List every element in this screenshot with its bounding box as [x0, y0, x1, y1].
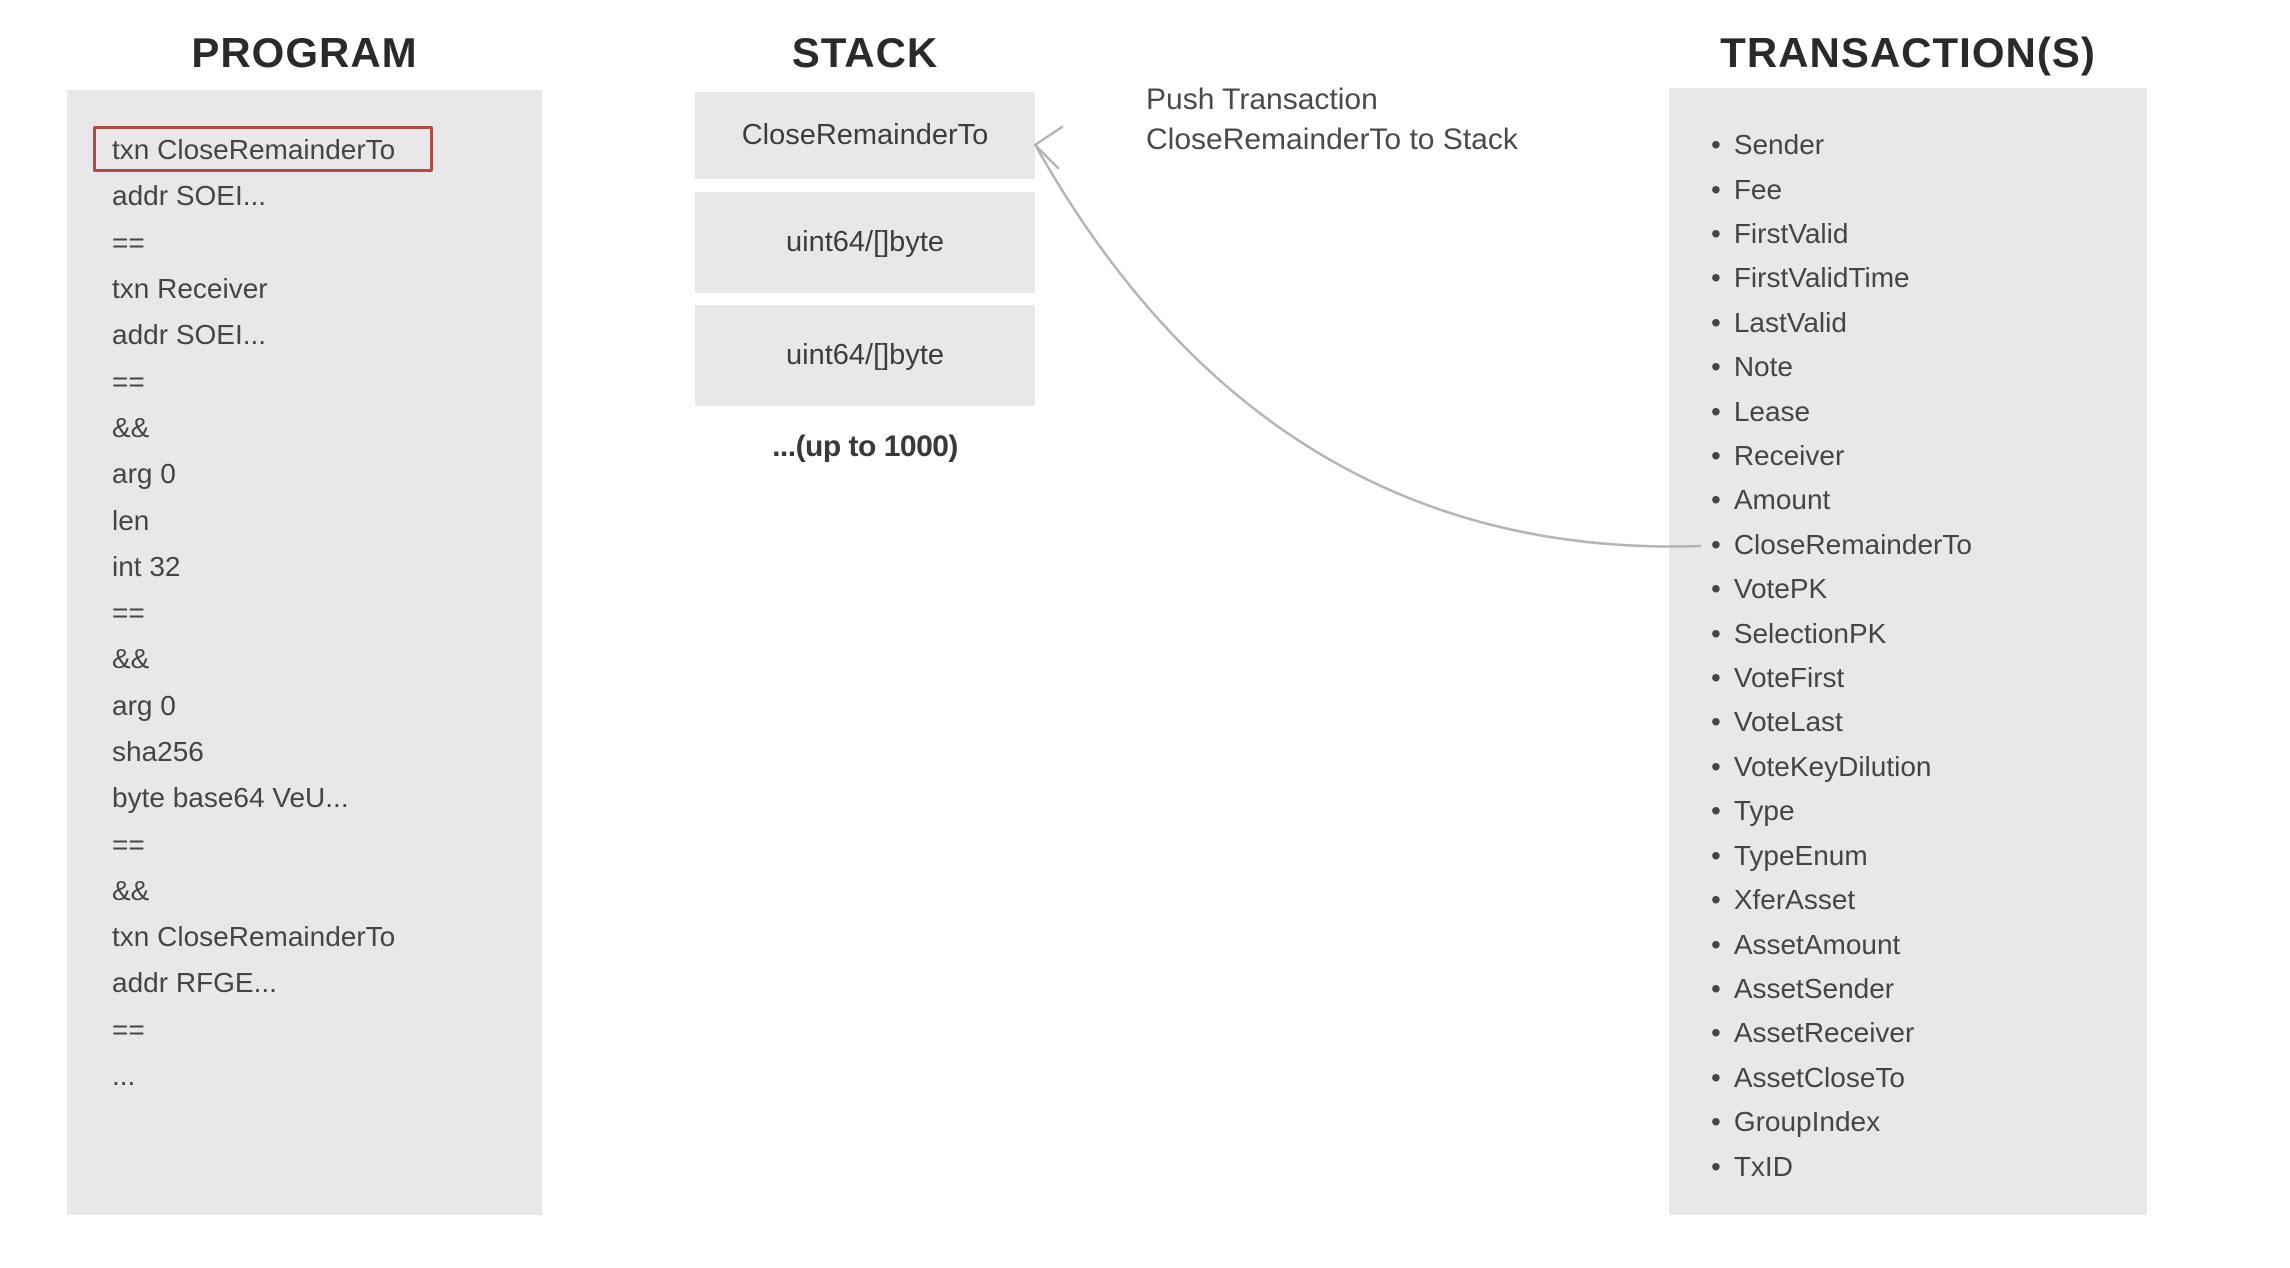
transaction-field-item: • GroupIndex	[1711, 1106, 1881, 1138]
bullet-icon: •	[1711, 573, 1721, 605]
bullet-icon: •	[1711, 750, 1721, 782]
stack-capacity-note: ...(up to 1000)	[772, 430, 958, 463]
stack-slot: uint64/[]byte	[695, 305, 1035, 406]
program-opcode-line: ==	[112, 365, 145, 397]
bullet-icon: •	[1711, 972, 1721, 1004]
program-opcode-line: len	[112, 504, 150, 536]
bullet-icon: •	[1711, 129, 1721, 161]
program-column-title: PROGRAM	[191, 29, 418, 76]
program-opcode-line: ==	[112, 226, 145, 258]
program-opcode-line: addr RFGE...	[112, 967, 277, 999]
bullet-icon: •	[1711, 1017, 1721, 1049]
current-instruction-highlight-box	[93, 126, 433, 172]
bullet-icon: •	[1711, 262, 1721, 294]
program-opcode-line: sha256	[112, 736, 204, 767]
push-arrow-curve	[1035, 146, 1702, 548]
transaction-field-item: • CloseRemainderTo	[1711, 528, 1972, 560]
program-opcode-line: byte base64 VeU...	[112, 782, 349, 814]
bullet-icon: •	[1711, 173, 1721, 205]
transaction-field-item: • AssetCloseTo	[1711, 1061, 1905, 1093]
bullet-icon: •	[1711, 395, 1721, 427]
bullet-icon: •	[1711, 484, 1721, 516]
bullet-icon: •	[1711, 928, 1721, 960]
program-opcode-line: addr SOEI...	[112, 319, 267, 351]
program-opcode-list: txn CloseRemainderTo addr SOEI... == txn…	[112, 127, 395, 1099]
program-opcode-line: txn CloseRemainderTo	[112, 134, 396, 166]
push-arrow-head-icon	[1033, 125, 1064, 170]
transaction-field-item: • TxID	[1711, 1150, 1793, 1182]
program-opcode-line: &&	[112, 411, 150, 443]
bullet-icon: •	[1711, 528, 1721, 560]
bullet-icon: •	[1711, 839, 1721, 871]
transactions-column-title: TRANSACTION(S)	[1720, 29, 2096, 76]
bullet-icon: •	[1711, 1106, 1721, 1138]
push-annotation-line2: CloseRemainderTo to Stack	[1146, 123, 1518, 156]
bullet-icon: •	[1711, 440, 1721, 472]
stack-slot: uint64/[]byte	[695, 192, 1035, 293]
transaction-field-item: • VoteKeyDilution	[1711, 750, 1932, 782]
program-panel	[67, 90, 542, 1215]
program-opcode-line: arg 0	[112, 458, 176, 490]
transaction-field-item: • Amount	[1711, 484, 1831, 516]
stack-slot: CloseRemainderTo	[695, 92, 1035, 179]
program-opcode-line: ==	[112, 828, 145, 860]
push-annotation-line1: Push Transaction	[1146, 83, 1378, 116]
transaction-field-list: • Sender • Fee • FirstValid • FirstValid…	[1711, 123, 1972, 1189]
bullet-icon: •	[1711, 351, 1721, 383]
program-opcode-line: ==	[112, 1013, 145, 1045]
transaction-field-item: • VoteLast	[1711, 706, 1843, 738]
transactions-panel	[1669, 88, 2147, 1215]
bullet-icon: •	[1711, 662, 1721, 694]
transaction-field-item: • FirstValidTime	[1711, 262, 1910, 294]
transaction-field-item: • VoteFirst	[1711, 662, 1845, 694]
bullet-icon: •	[1711, 706, 1721, 738]
transaction-field-item: • LastValid	[1711, 306, 1847, 338]
transaction-field-item: • XferAsset	[1711, 884, 1856, 916]
transaction-field-item: • VotePK	[1711, 573, 1828, 605]
program-opcode-line: &&	[112, 643, 150, 675]
transaction-field-item: • TypeEnum	[1711, 839, 1868, 871]
bullet-icon: •	[1711, 218, 1721, 250]
transaction-field-item: • Fee	[1711, 173, 1783, 205]
stack-column-title: STACK	[791, 29, 939, 76]
transaction-field-item: • FirstValid	[1711, 218, 1849, 250]
program-opcode-line: addr SOEI...	[112, 180, 267, 212]
transaction-field-item: • Sender	[1711, 129, 1825, 161]
transaction-field-item: • AssetReceiver	[1711, 1017, 1915, 1049]
program-opcode-line: int 32	[112, 550, 181, 582]
transaction-field-item: • Receiver	[1711, 440, 1845, 472]
bullet-icon: •	[1711, 617, 1721, 649]
program-opcode-line: ...	[112, 1060, 136, 1092]
bullet-icon: •	[1711, 306, 1721, 338]
program-opcode-line: arg 0	[112, 689, 176, 721]
transaction-field-item: • Type	[1711, 795, 1795, 827]
program-opcode-line: txn CloseRemainderTo	[112, 921, 396, 953]
transaction-field-item: • Note	[1711, 351, 1793, 383]
bullet-icon: •	[1711, 1061, 1721, 1093]
program-opcode-line: ==	[112, 597, 145, 629]
bullet-icon: •	[1711, 884, 1721, 916]
bullet-icon: •	[1711, 1150, 1721, 1182]
push-annotation: Push Transaction CloseRemainderTo to Sta…	[1146, 80, 1518, 160]
transaction-field-item: • AssetSender	[1711, 972, 1895, 1004]
bullet-icon: •	[1711, 795, 1721, 827]
transaction-field-item: • SelectionPK	[1711, 617, 1887, 649]
transaction-field-item: • AssetAmount	[1711, 928, 1901, 960]
transaction-field-item: • Lease	[1711, 395, 1811, 427]
program-opcode-line: txn Receiver	[112, 273, 268, 305]
program-opcode-line: &&	[112, 874, 150, 906]
